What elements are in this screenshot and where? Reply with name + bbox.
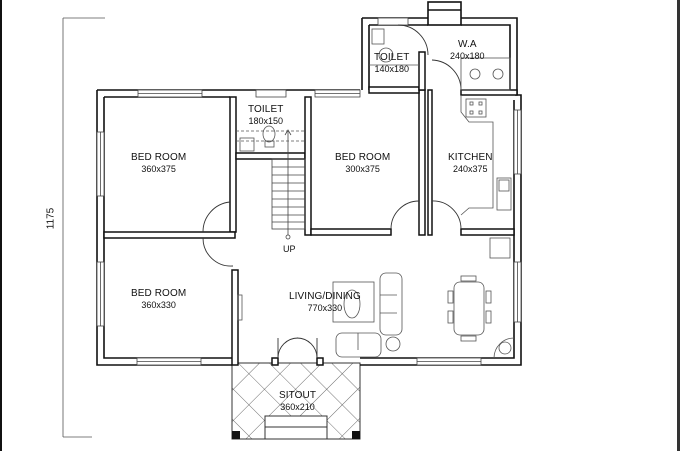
room-name: BED ROOM (131, 152, 187, 163)
page-left-border (0, 0, 2, 451)
wa-fixtures (460, 57, 511, 91)
room-label-sitout: SITOUT 360x210 (279, 391, 316, 412)
room-name: TOILET (374, 52, 410, 63)
staircase (271, 129, 306, 240)
room-size: 300x375 (345, 164, 380, 174)
room-label-toilet1: TOILET 180x150 (248, 105, 283, 126)
room-label-wa: W.A 240x180 (450, 40, 485, 61)
room-name: TOILET (248, 104, 284, 115)
room-name: BED ROOM (335, 152, 391, 163)
toilet1-fixtures (236, 125, 305, 152)
room-size: 360x375 (141, 164, 176, 174)
room-label-kitchen: KITCHEN 240x375 (448, 153, 493, 174)
room-label-bedroom2: BED ROOM 300x375 (335, 153, 390, 174)
sitout-area (231, 362, 361, 440)
room-label-bedroom3: BED ROOM 360x330 (131, 289, 186, 310)
room-label-living: LIVING/DINING 770x330 (289, 292, 361, 313)
room-size: 180x150 (248, 116, 283, 126)
internal-walls (103, 51, 518, 366)
overall-dimension-label: 1175 (45, 207, 57, 230)
living-furniture (237, 272, 515, 359)
room-name: LIVING/DINING (289, 291, 361, 302)
room-label-bedroom1: BED ROOM 360x375 (131, 153, 186, 174)
door-swings (202, 24, 462, 359)
room-name: BED ROOM (131, 288, 187, 299)
room-name: SITOUT (279, 390, 317, 401)
windows (96, 17, 522, 366)
stair-up-label: UP (283, 244, 296, 254)
room-name: KITCHEN (448, 152, 493, 163)
page-right-border (677, 0, 680, 451)
room-size: 770x330 (307, 303, 343, 313)
room-size: 360x210 (280, 402, 315, 412)
room-size: 240x180 (450, 51, 485, 61)
room-size: 360x330 (141, 300, 176, 310)
toilet2-fixtures (369, 28, 419, 66)
room-label-toilet2: TOILET 140x180 (374, 53, 409, 74)
room-size: 240x375 (453, 164, 488, 174)
room-name: W.A (457, 39, 477, 50)
kitchen-counter (460, 95, 512, 259)
room-size: 140x180 (374, 64, 409, 74)
dimension-line-1175 (62, 17, 105, 438)
